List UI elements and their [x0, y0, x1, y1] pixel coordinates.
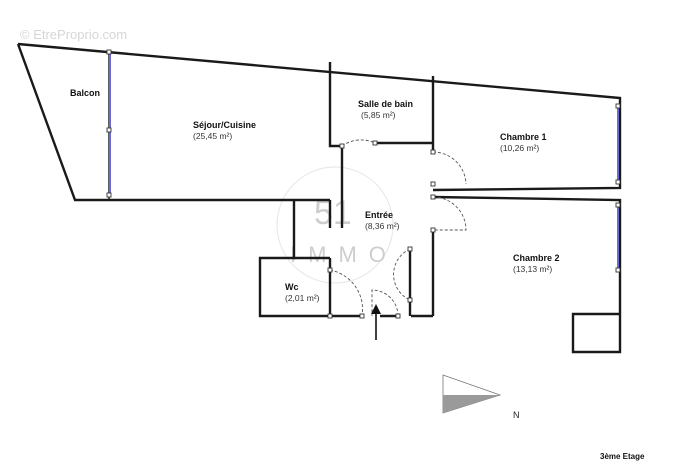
site-watermark: © EtreProprio.com	[20, 27, 127, 42]
room-name: Séjour/Cuisine	[193, 120, 256, 130]
room-name: Chambre 2	[513, 253, 560, 263]
floor-label: 3ème Etage	[600, 452, 645, 461]
room-area: (8,36 m²)	[365, 221, 400, 231]
door-swing-sdb	[341, 139, 376, 147]
compass-icon: N	[442, 374, 520, 420]
interior-walls	[294, 62, 435, 316]
room-area: (5,85 m²)	[361, 110, 396, 120]
outer-walls	[16, 42, 622, 354]
room-area: (10,26 m²)	[500, 143, 539, 153]
door-swing-closet	[393, 248, 411, 301]
door-swing-chambre2	[432, 196, 467, 231]
room-label-chambre2: Chambre 2 (13,13 m²)	[513, 253, 560, 274]
room-name: Entrée	[365, 210, 393, 220]
room-label-balcon: Balcon	[70, 88, 100, 98]
entrance-arrow	[371, 304, 381, 340]
room-area: (25,45 m²)	[193, 131, 232, 141]
door-swing-entry	[371, 289, 399, 317]
door-swing-chambre1	[432, 151, 467, 185]
door-swing-wc	[329, 269, 363, 317]
room-label-sejour: Séjour/Cuisine (25,45 m²)	[193, 120, 256, 141]
room-area: (13,13 m²)	[513, 264, 552, 274]
room-name: Wc	[285, 282, 299, 292]
room-label-sdb: Salle de bain (5,85 m²)	[358, 99, 413, 120]
room-name: Chambre 1	[500, 132, 547, 142]
logo-watermark: 51 IMMO	[276, 166, 398, 284]
room-area: (2,01 m²)	[285, 293, 320, 303]
room-label-entree: Entrée (8,36 m²)	[365, 210, 400, 231]
compass-north-label: N	[513, 410, 520, 420]
watermark-brand: IMMO	[290, 242, 398, 267]
room-name: Salle de bain	[358, 99, 413, 109]
room-label-chambre1: Chambre 1 (10,26 m²)	[500, 132, 547, 153]
room-name: Balcon	[70, 88, 100, 98]
room-label-wc: Wc (2,01 m²)	[285, 282, 320, 303]
door-nodes	[106, 49, 621, 319]
